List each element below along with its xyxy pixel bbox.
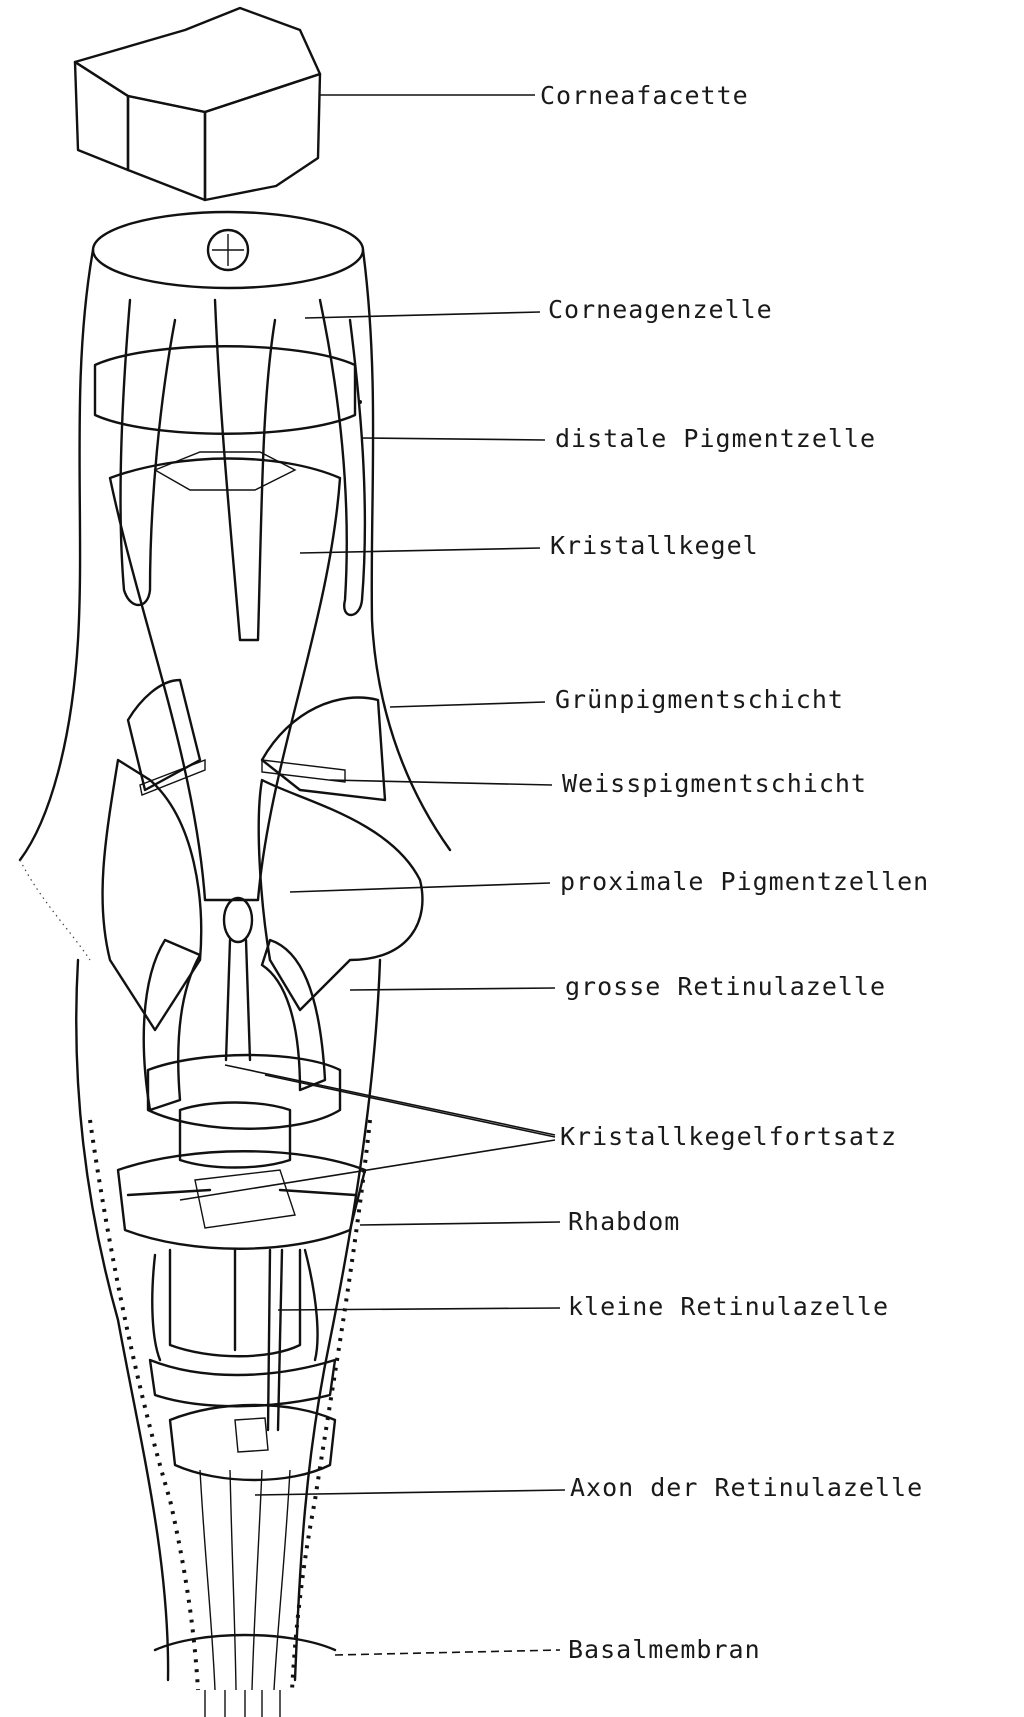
leader-kristallkegelfortsatz-a bbox=[225, 1065, 555, 1135]
upper-cylinder-drawing bbox=[20, 212, 450, 960]
label-distale-pigmentzelle: distale Pigmentzelle bbox=[555, 424, 876, 453]
label-grosse-retinulazelle: grosse Retinulazelle bbox=[565, 972, 886, 1001]
leader-gruenpigmentschicht bbox=[390, 702, 545, 707]
leader-kleine-retinulazelle bbox=[278, 1308, 560, 1310]
leader-lines bbox=[180, 95, 565, 1655]
label-corneafacette: Corneafacette bbox=[540, 81, 749, 110]
leader-basalmembran bbox=[335, 1650, 560, 1655]
retinula-region-drawing bbox=[76, 898, 380, 1717]
leader-kristallkegel bbox=[300, 548, 540, 553]
leader-axon bbox=[255, 1490, 565, 1495]
leader-weisspigmentschicht bbox=[330, 780, 552, 785]
label-proximale-pigmentzellen: proximale Pigmentzellen bbox=[560, 867, 929, 896]
label-basalmembran: Basalmembran bbox=[568, 1635, 761, 1664]
label-group: Corneafacette Corneagenzelle distale Pig… bbox=[540, 81, 929, 1664]
leader-kristallkegelfortsatz-b bbox=[265, 1075, 555, 1137]
label-kleine-retinulazelle: kleine Retinulazelle bbox=[568, 1292, 889, 1321]
leader-grosse-retinulazelle bbox=[350, 988, 555, 990]
leader-distale-pigmentzelle bbox=[362, 438, 545, 440]
leader-corneagenzelle bbox=[305, 312, 540, 318]
label-weisspigmentschicht: Weisspigmentschicht bbox=[562, 769, 867, 798]
leader-rhabdom bbox=[360, 1222, 560, 1225]
label-kristallkegelfortsatz: Kristallkegelfortsatz bbox=[560, 1122, 897, 1151]
label-axon-der-retinulazelle: Axon der Retinulazelle bbox=[570, 1473, 923, 1502]
label-rhabdom: Rhabdom bbox=[568, 1207, 680, 1236]
label-kristallkegel: Kristallkegel bbox=[550, 531, 759, 560]
label-corneagenzelle: Corneagenzelle bbox=[548, 295, 773, 324]
cornea-facette-drawing bbox=[75, 8, 320, 200]
leader-kristallkegelfortsatz-c bbox=[180, 1140, 555, 1200]
label-gruenpigmentschicht: Grünpigmentschicht bbox=[555, 685, 844, 714]
